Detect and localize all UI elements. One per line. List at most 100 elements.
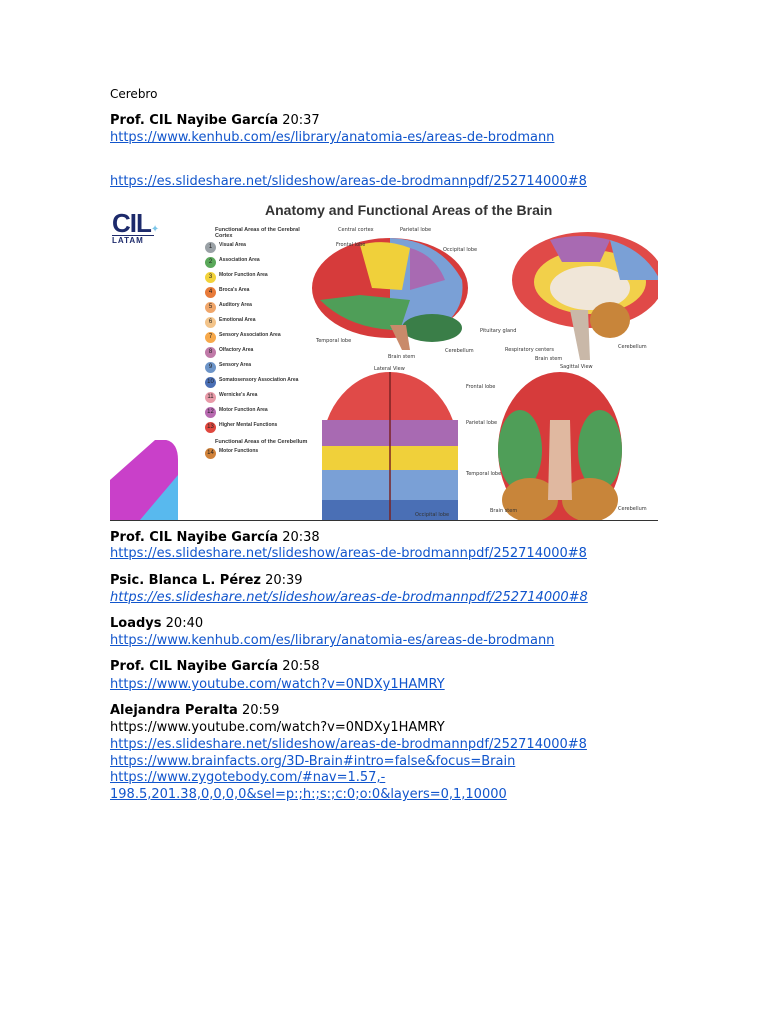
legend-dot: 9 [205,362,216,373]
zygotebody-link[interactable]: https://www.zygotebody.com/#nav=1.57,- [110,770,386,785]
author-name: Psic. Blanca L. Pérez [110,573,261,588]
author-name: Loadys [110,616,162,631]
slideshare-link[interactable]: https://es.slideshare.net/slideshow/area… [110,590,588,605]
legend-dot: 6 [205,317,216,328]
timestamp: 20:59 [241,703,280,718]
svg-text:Occipital lobe: Occipital lobe [443,247,477,253]
functional-areas-legend: Functional Areas of the Cerebral Cortex … [205,226,315,463]
chat-entry-header: Alejandra Peralta 20:59 [110,702,279,719]
legend-label: Motor Function Area [219,407,268,413]
brain-illustrations: Frontal lobe Central cortex Parietal lob… [312,227,658,520]
legend-dot: 8 [205,347,216,358]
legend-label: Motor Function Area [219,272,268,278]
legend-dot: 2 [205,257,216,268]
timestamp: 20:39 [265,573,303,588]
timestamp: 20:38 [282,530,320,545]
author-name: Alejandra Peralta [110,703,238,718]
inferior-brain-icon: Frontal lobe Parietal lobe Temporal lobe… [415,372,647,520]
legend-label: Auditory Area [219,302,252,308]
svg-text:Temporal lobe: Temporal lobe [315,338,351,344]
svg-text:Brain stem: Brain stem [388,354,415,360]
cil-latam-logo: CIL✦ LATAM [112,208,160,245]
legend-dot: 13 [205,422,216,433]
legend-label: Emotional Area [219,317,256,323]
lateral-brain-icon: Frontal lobe Central cortex Parietal lob… [312,227,477,360]
legend-label: Sensory Association Area [219,332,281,338]
legend-item: 14 Motor Functions [205,448,315,459]
svg-text:Central cortex: Central cortex [338,227,374,233]
chat-entry-header: Loadys 20:40 [110,615,203,632]
slideshare-link[interactable]: https://es.slideshare.net/slideshow/area… [110,737,587,752]
figure-title: Anatomy and Functional Areas of the Brai… [265,202,553,218]
legend-label: Wernicke's Area [219,392,258,398]
kenhub-link[interactable]: https://www.kenhub.com/es/library/anatom… [110,633,555,648]
logo-decoration [110,440,178,520]
slideshare-link[interactable]: https://es.slideshare.net/slideshow/area… [110,546,587,561]
svg-text:Frontal lobe: Frontal lobe [336,242,365,248]
legend-dot: 4 [205,287,216,298]
legend-label: Higher Mental Functions [219,422,278,428]
svg-text:Temporal lobe: Temporal lobe [465,471,501,477]
svg-text:Parietal lobe: Parietal lobe [400,227,431,233]
legend-dot: 3 [205,272,216,283]
legend-label: Olfactory Area [219,347,254,353]
chat-entry-header: Prof. CIL Nayibe García 20:38 [110,529,320,546]
document-heading: Cerebro [110,87,158,101]
legend-dot: 14 [205,448,216,459]
svg-text:Pituitary gland: Pituitary gland [480,328,516,334]
legend-label: Association Area [219,257,260,263]
svg-text:Cerebellum: Cerebellum [618,506,647,512]
youtube-link[interactable]: https://www.youtube.com/watch?v=0NDXy1HA… [110,677,445,692]
superior-brain-icon: Lateral View [322,366,458,520]
svg-text:Frontal lobe: Frontal lobe [466,384,495,390]
svg-text:Sagittal View: Sagittal View [560,364,593,370]
kenhub-link[interactable]: https://www.kenhub.com/es/library/anatom… [110,130,555,145]
legend-label: Sensory Area [219,362,252,368]
svg-text:Occipital lobe: Occipital lobe [415,512,449,518]
legend-header: Functional Areas of the Cerebral Cortex [215,227,300,239]
author-name: Prof. CIL Nayibe García [110,530,279,545]
svg-text:Respiratory centers: Respiratory centers [505,347,554,353]
legend-label: Somatosensory Association Area [219,377,299,383]
chat-entry-header: Prof. CIL Nayibe García 20:58 [110,658,320,675]
author-name: Prof. CIL Nayibe García [110,113,279,128]
brainfacts-link[interactable]: https://www.brainfacts.org/3D-Brain#intr… [110,754,516,769]
timestamp: 20:58 [282,659,320,674]
legend-label: Broca's Area [219,287,250,293]
svg-text:Cerebellum: Cerebellum [618,344,647,350]
brain-anatomy-figure: Anatomy and Functional Areas of the Brai… [110,200,658,521]
legend-dot: 11 [205,392,216,403]
timestamp: 20:40 [165,616,204,631]
legend-dot: 12 [205,407,216,418]
timestamp: 20:37 [282,113,320,128]
author-name: Prof. CIL Nayibe García [110,659,279,674]
chat-entry-header: Psic. Blanca L. Pérez 20:39 [110,572,303,589]
cerebellum-header: Functional Areas of the Cerebellum [215,439,308,445]
chat-entry-header: Prof. CIL Nayibe García 20:37 [110,112,320,129]
zygotebody-link-continued[interactable]: 198.5,201.38,0,0,0,0&sel=p:;h:;s:;c:0;o:… [110,787,507,802]
sagittal-brain-icon: Pituitary gland Respiratory centers Brai… [480,232,658,370]
legend-dot: 5 [205,302,216,313]
slideshare-link[interactable]: https://es.slideshare.net/slideshow/area… [110,174,587,189]
svg-text:Lateral View: Lateral View [374,366,405,372]
svg-text:Brain stem: Brain stem [535,356,562,362]
youtube-plain-text: https://www.youtube.com/watch?v=0NDXy1HA… [110,720,445,735]
svg-text:Parietal lobe: Parietal lobe [466,420,497,426]
legend-label: Visual Area [219,242,246,248]
legend-dot: 10 [205,377,216,388]
svg-text:Brain stem: Brain stem [490,508,517,514]
svg-text:Cerebellum: Cerebellum [445,348,474,354]
